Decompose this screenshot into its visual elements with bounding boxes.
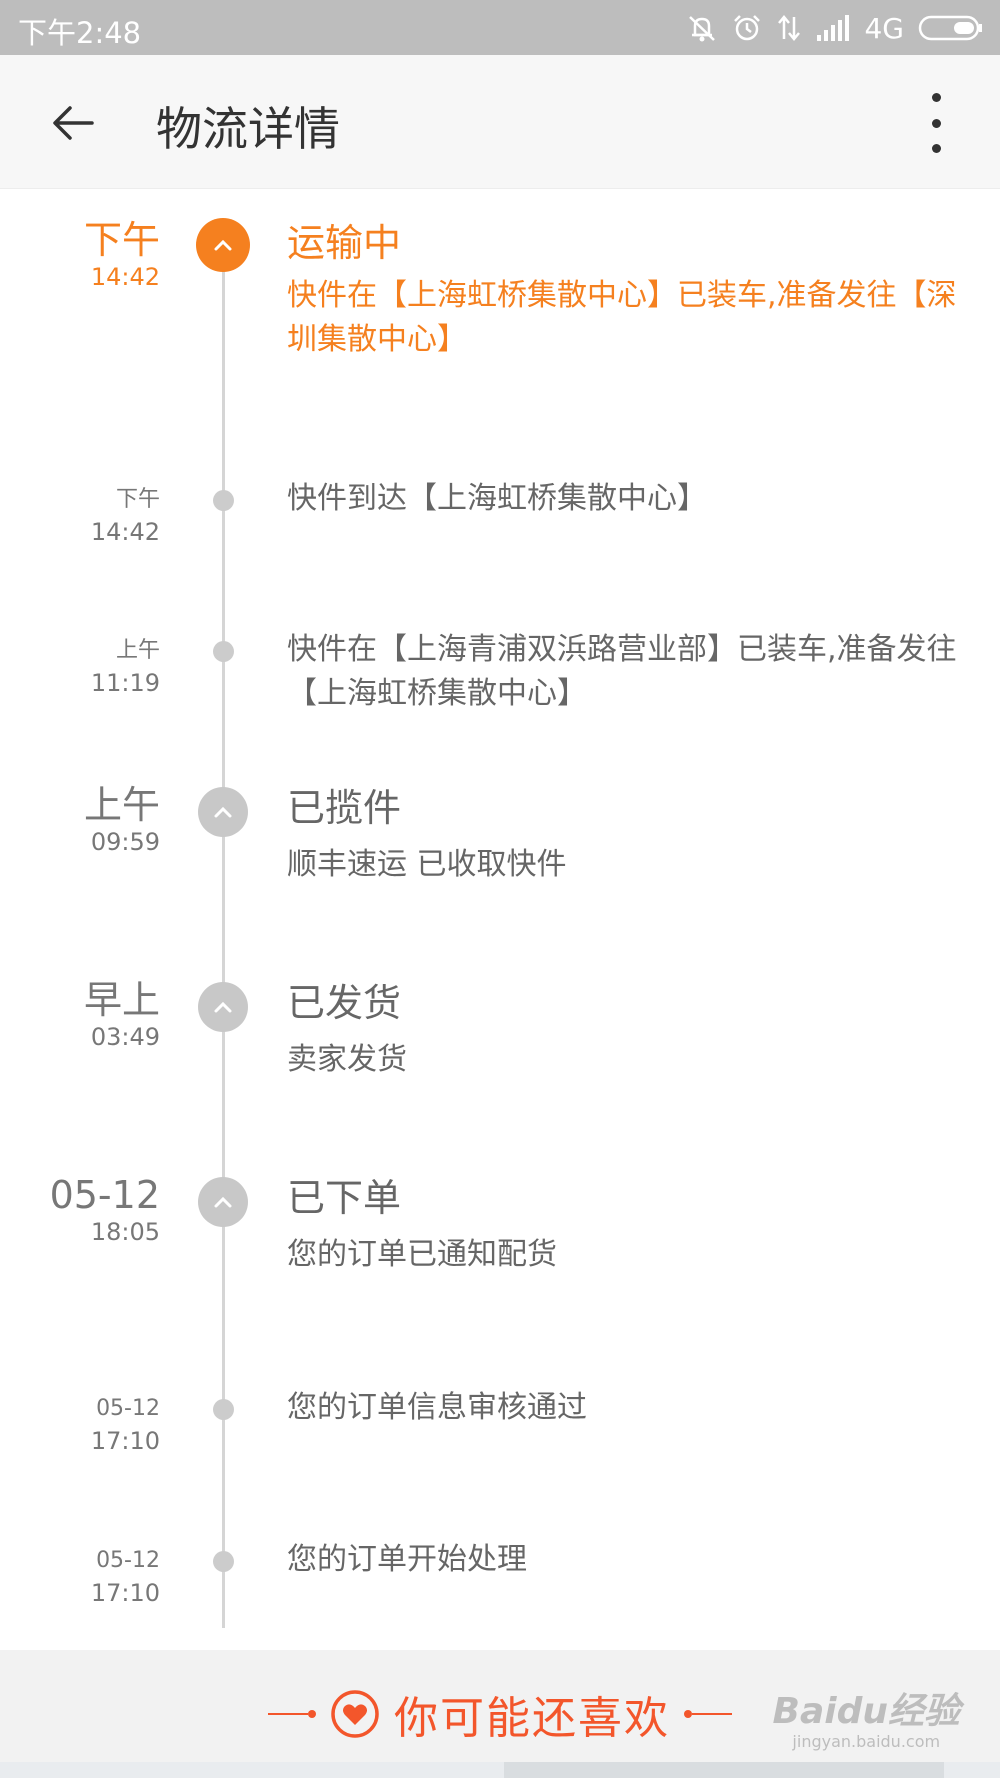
back-button[interactable] — [48, 97, 100, 149]
app-header: 物流详情 — [0, 55, 1000, 189]
alarm-icon — [734, 15, 761, 41]
battery-icon — [918, 15, 982, 41]
mute-icon — [689, 16, 716, 42]
watermark-url: jingyan.baidu.com — [792, 1732, 941, 1751]
event-title: 已下单 — [287, 1176, 402, 1220]
product-thumbnail[interactable] — [504, 1762, 944, 1778]
event-description: 快件到达【上海虹桥集散中心】 — [287, 481, 707, 516]
more-vertical-icon — [931, 93, 941, 102]
status-node — [213, 490, 234, 511]
event-time: 上午 11:19 — [90, 638, 160, 697]
recommend-section: 你可能还喜欢 Baidu经验 jingyan.baidu.com — [0, 1650, 1000, 1778]
event-title: 已揽件 — [287, 786, 402, 830]
status-node — [198, 1177, 248, 1227]
decor-line-left — [268, 1710, 316, 1718]
chevron-up-icon — [214, 1196, 232, 1208]
status-bar: 下午2:48 4G — [0, 0, 1000, 55]
chevron-up-icon — [214, 806, 232, 818]
logistics-timeline: 下午 14:42 运输中 快件在【上海虹桥集散中心】已装车,准备发往【深圳集散中… — [0, 188, 1000, 1650]
event-title: 已发货 — [287, 981, 402, 1025]
event-description: 您的订单已通知配货 — [287, 1237, 557, 1272]
event-time: 05-12 17:10 — [90, 1548, 160, 1607]
event-time: 上午 09:59 — [83, 783, 160, 856]
chevron-up-icon — [214, 239, 232, 251]
status-node — [198, 787, 248, 837]
event-time: 05-12 17:10 — [90, 1396, 160, 1455]
event-title: 运输中 — [287, 221, 402, 265]
status-node — [213, 1551, 234, 1572]
event-description: 快件在【上海青浦双浜路营业部】已装车,准备发往【上海虹桥集散中心】 — [287, 632, 957, 711]
network-type: 4G — [864, 11, 904, 45]
event-time: 早上 03:49 — [83, 978, 160, 1051]
status-node — [213, 641, 234, 662]
event-description: 顺丰速运 已收取快件 — [287, 847, 567, 882]
status-icons: 4G — [686, 10, 984, 46]
timeline-line — [222, 248, 225, 1628]
event-description: 您的订单开始处理 — [287, 1542, 527, 1577]
status-node — [198, 982, 248, 1032]
watermark-brand: Baidu经验 — [772, 1691, 960, 1732]
signal-icon — [817, 15, 850, 41]
more-button[interactable] — [916, 93, 956, 153]
page-title: 物流详情 — [156, 102, 340, 156]
watermark: Baidu经验 jingyan.baidu.com — [773, 1692, 960, 1752]
status-node — [196, 218, 250, 272]
arrow-left-icon — [53, 106, 94, 140]
event-time: 05-12 18:05 — [49, 1173, 160, 1246]
event-time: 下午 14:42 — [83, 218, 160, 291]
data-transfer-icon — [778, 15, 801, 41]
event-description: 您的订单信息审核通过 — [287, 1390, 587, 1425]
status-time: 下午2:48 — [18, 16, 142, 50]
event-time: 下午 14:42 — [90, 487, 160, 546]
heart-icon — [331, 1690, 379, 1738]
chevron-up-icon — [214, 1001, 232, 1013]
decor-line-right — [684, 1710, 732, 1718]
event-description: 快件在【上海虹桥集散中心】已装车,准备发往【深圳集散中心】 — [287, 278, 957, 357]
recommend-header[interactable]: 你可能还喜欢 — [0, 1674, 1000, 1754]
product-thumbnails[interactable] — [0, 1762, 1000, 1778]
event-description: 卖家发货 — [287, 1042, 407, 1077]
status-node — [213, 1399, 234, 1420]
recommend-label: 你可能还喜欢 — [394, 1693, 670, 1744]
